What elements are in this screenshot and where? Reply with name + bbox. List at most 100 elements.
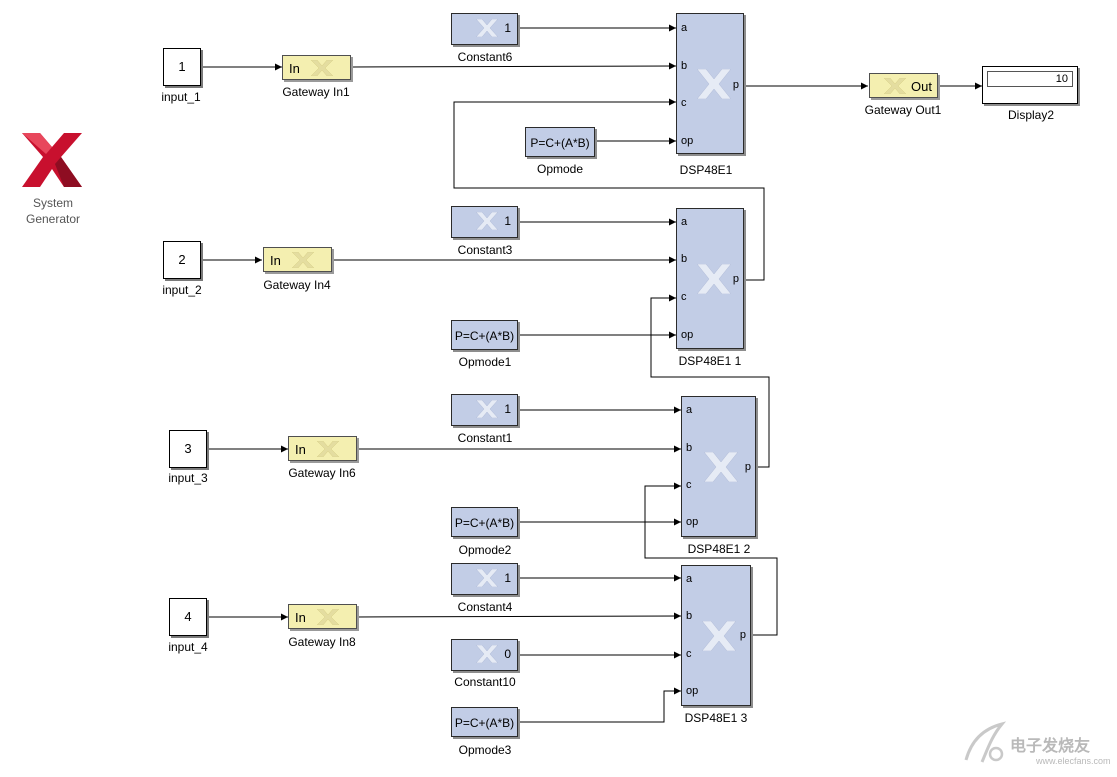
block-label: Gateway In1 xyxy=(282,85,350,99)
inport-block[interactable]: 4 xyxy=(169,598,207,636)
block-label: Gateway Out1 xyxy=(864,103,942,117)
constant-value: 1 xyxy=(504,571,511,585)
block-label: DSP48E1 xyxy=(679,163,733,177)
wire-dsp1-p-dsp0-c xyxy=(453,98,765,281)
block-label: Gateway In6 xyxy=(288,466,356,480)
block-label: Constant4 xyxy=(457,600,513,614)
opmode-text: P=C+(A*B) xyxy=(454,716,515,730)
port-label: p xyxy=(744,461,751,473)
port-label: op xyxy=(686,516,699,528)
xilinx-x-icon xyxy=(476,645,498,663)
opmode-block[interactable]: P=C+(A*B) xyxy=(451,320,518,350)
xilinx-x-icon xyxy=(476,569,498,587)
dsp48e1-block[interactable]: a b c op p xyxy=(676,208,744,349)
block-label: Constant1 xyxy=(457,431,513,445)
block-label: DSP48E1 3 xyxy=(684,711,748,725)
block-label: Opmode3 xyxy=(458,743,512,757)
watermark-url: www.elecfans.com xyxy=(1036,756,1111,766)
constant-value: 1 xyxy=(504,214,511,228)
xilinx-x-icon xyxy=(476,212,498,230)
port-label: op xyxy=(686,685,699,697)
constant-value: 0 xyxy=(504,647,511,661)
xilinx-x-icon xyxy=(476,19,498,37)
opmode-block[interactable]: P=C+(A*B) xyxy=(451,507,518,537)
xilinx-x-icon xyxy=(702,621,736,651)
block-label: DSP48E1 1 xyxy=(678,354,742,368)
wire-dsp3-p-dsp2-c xyxy=(644,482,778,636)
opmode-block[interactable]: P=C+(A*B) xyxy=(451,707,518,737)
block-label: Opmode2 xyxy=(458,543,512,557)
wire-gw1-dsp0-b xyxy=(350,62,677,70)
port-label: a xyxy=(686,404,693,416)
inport-block[interactable]: 1 xyxy=(163,48,201,86)
block-label: input_3 xyxy=(168,471,208,485)
wire-gw8-dsp3-b xyxy=(355,612,682,620)
block-label: Opmode1 xyxy=(458,355,512,369)
port-label: a xyxy=(681,22,688,34)
xilinx-x-icon xyxy=(697,69,731,99)
gateway-in-block[interactable]: In xyxy=(288,436,357,461)
constant-block[interactable]: 1 xyxy=(451,13,518,45)
port-label: b xyxy=(686,442,693,454)
dsp48e1-block[interactable]: a b c op p xyxy=(681,565,751,706)
xilinx-x-icon xyxy=(697,264,731,294)
constant-block[interactable]: 1 xyxy=(451,206,518,238)
constant-block[interactable]: 1 xyxy=(451,563,518,595)
inport-block[interactable]: 2 xyxy=(163,241,201,279)
block-label: Gateway In4 xyxy=(263,278,331,292)
gateway-out-block[interactable]: Out xyxy=(869,73,938,98)
generator-line2: Generator xyxy=(25,212,81,226)
constant-block[interactable]: 0 xyxy=(451,639,518,671)
watermark-text: 电子发烧友 xyxy=(1010,738,1091,755)
port-label: b xyxy=(681,253,688,265)
port-label: p xyxy=(739,629,746,641)
opmode-text: P=C+(A*B) xyxy=(454,516,515,530)
port-label: a xyxy=(681,216,688,228)
dsp48e1-block[interactable]: a b c op p xyxy=(676,13,744,154)
gateway-in-text: In xyxy=(270,253,281,268)
xilinx-x-icon xyxy=(884,78,906,94)
port-label: c xyxy=(681,97,687,109)
port-label: op xyxy=(681,329,694,341)
wire-opmode3-dsp3-op xyxy=(517,687,681,723)
port-label: b xyxy=(681,60,688,72)
display-block[interactable]: 10 xyxy=(982,66,1078,104)
block-label: Constant3 xyxy=(457,243,513,257)
opmode-text: P=C+(A*B) xyxy=(454,329,515,343)
generator-line1: System xyxy=(32,196,73,210)
gateway-in-text: In xyxy=(295,610,306,625)
block-label: Display2 xyxy=(1007,108,1055,122)
xilinx-x-icon xyxy=(476,400,498,418)
inport-block[interactable]: 3 xyxy=(169,430,207,468)
xilinx-x-icon xyxy=(317,609,339,625)
elecfans-logo-icon xyxy=(964,721,1007,763)
constant-value: 1 xyxy=(504,402,511,416)
gateway-in-block[interactable]: In xyxy=(263,247,332,272)
gateway-out-text: Out xyxy=(911,79,932,94)
constant-value: 1 xyxy=(504,21,511,35)
port-label: c xyxy=(681,291,687,303)
port-label: a xyxy=(686,573,693,585)
wire-dsp2-p-dsp1-c xyxy=(650,294,770,468)
constant-block[interactable]: 1 xyxy=(451,394,518,426)
dsp48e1-block[interactable]: a b c op p xyxy=(681,396,756,537)
port-label: b xyxy=(686,610,693,622)
xilinx-logo-icon[interactable] xyxy=(22,133,82,187)
block-label: Constant6 xyxy=(457,50,513,64)
display-value: 10 xyxy=(987,71,1073,87)
xilinx-x-icon xyxy=(317,441,339,457)
xilinx-x-icon xyxy=(311,60,333,76)
xilinx-x-icon xyxy=(292,252,314,268)
block-label: DSP48E1 2 xyxy=(687,542,751,556)
gateway-in-block[interactable]: In xyxy=(282,55,351,80)
block-label: Opmode xyxy=(536,162,584,176)
gateway-in-block[interactable]: In xyxy=(288,604,357,629)
block-label: input_1 xyxy=(161,90,201,104)
port-label: op xyxy=(681,135,694,147)
port-label: c xyxy=(686,479,692,491)
block-label: Constant10 xyxy=(454,675,516,689)
block-label: input_4 xyxy=(168,640,208,654)
opmode-block[interactable]: P=C+(A*B) xyxy=(525,127,595,157)
opmode-text: P=C+(A*B) xyxy=(530,136,590,150)
